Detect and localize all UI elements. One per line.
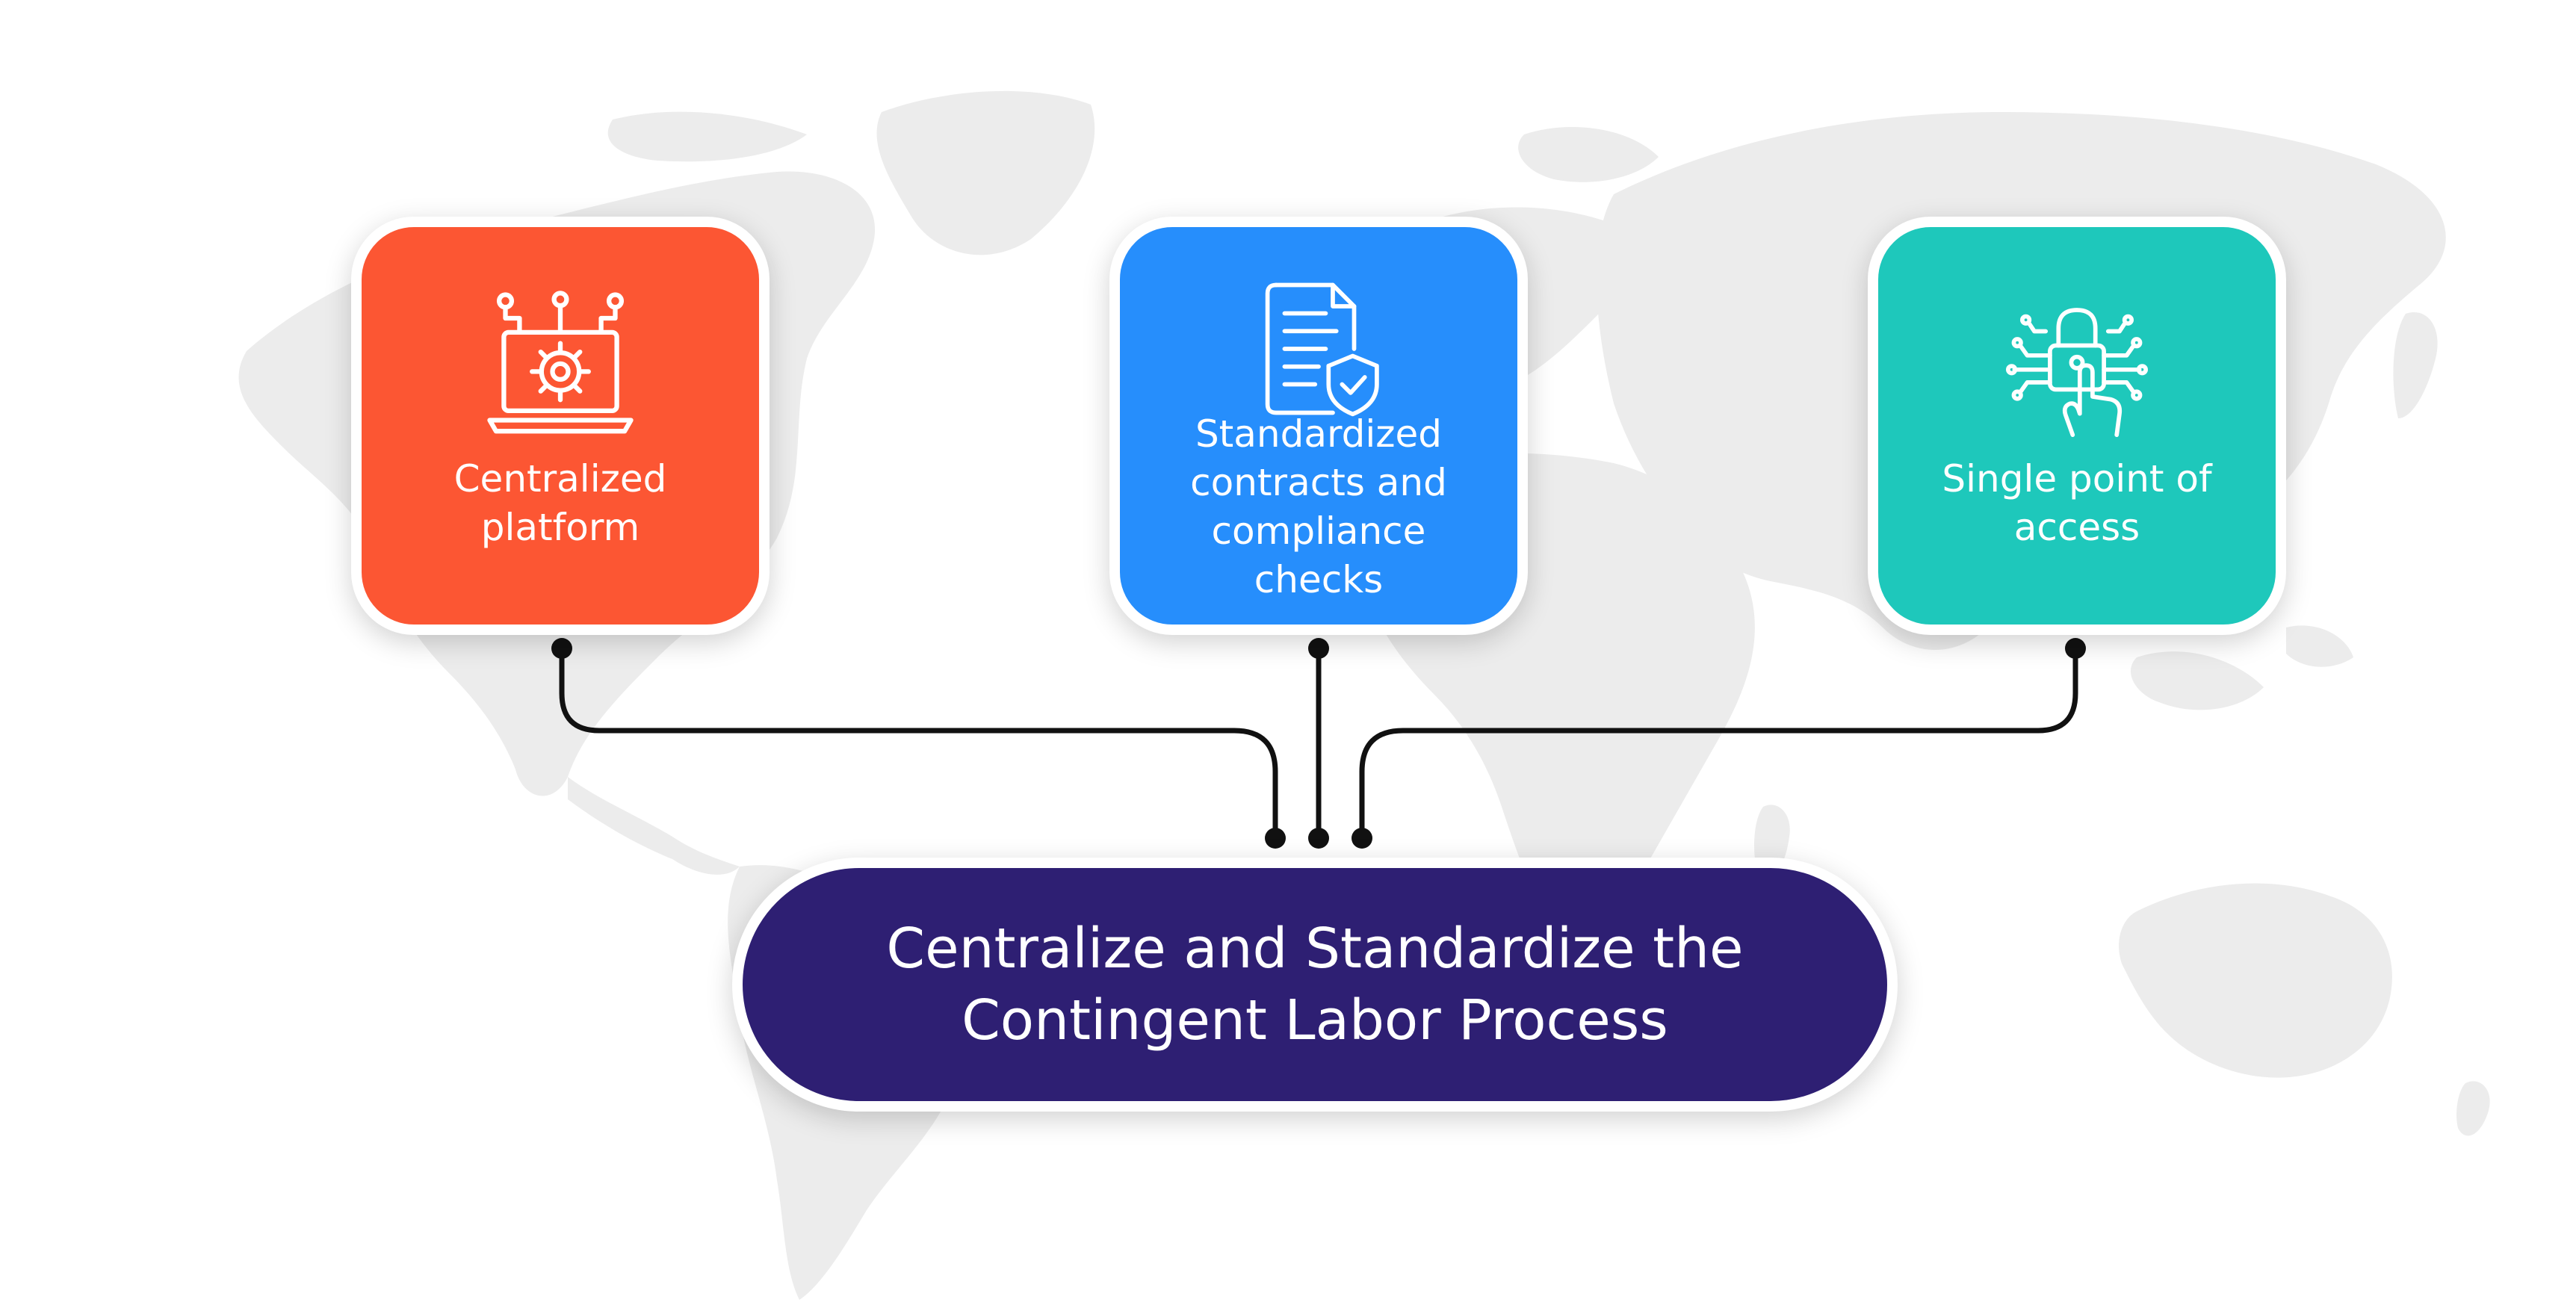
connector-dot [1352,828,1372,849]
card-standardized-contracts: Standardized contracts and compliance ch… [1109,217,1528,635]
connector-dot [2065,638,2086,659]
card-centralized-platform: Centralized platform [351,217,770,635]
card-label: Standardized contracts and compliance ch… [1190,412,1447,601]
connector-dot [551,638,572,659]
card-label: Centralized platform [453,457,667,549]
main-title: Centralize and Standardize the Contingen… [886,917,1744,1053]
document-shield-icon [1265,282,1379,417]
card-label: Single point of access [1942,457,2212,549]
main-process-banner: Centralize and Standardize the Contingen… [732,858,1898,1112]
connector-left [559,645,1278,838]
laptop-gear-icon [487,291,634,434]
connector-dot [1308,638,1329,659]
connector-right [1359,645,2078,838]
connector-dot [1265,828,1286,849]
padlock-touch-icon [2006,308,2148,438]
connector-dot [1308,828,1329,849]
card-single-point-of-access: Single point of access [1868,217,2286,635]
